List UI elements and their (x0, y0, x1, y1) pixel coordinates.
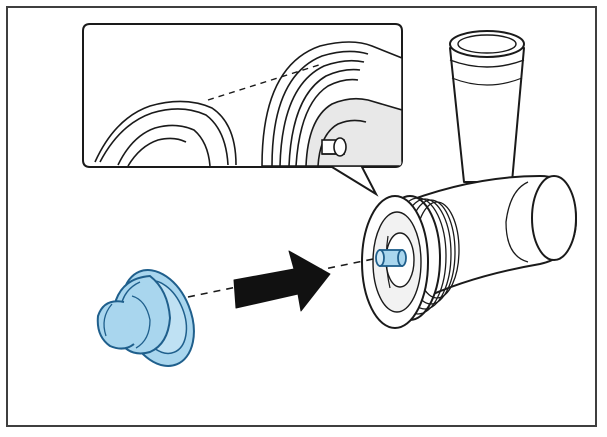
housing-end-cap (531, 175, 577, 261)
seal-part (96, 269, 195, 367)
insertion-arrow (233, 250, 331, 312)
detail-inset (82, 23, 403, 197)
feed-tube (449, 47, 525, 183)
inset-seal-flange (94, 100, 237, 167)
drive-shaft (375, 249, 407, 267)
inset-alignment-line (207, 63, 323, 101)
inset-housing-opening (261, 41, 402, 167)
